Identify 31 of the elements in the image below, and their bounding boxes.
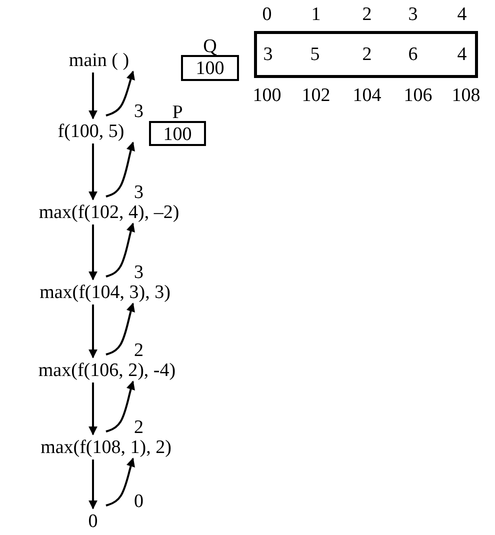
memory-address: 106 — [404, 86, 432, 104]
pointer-value-box: 100 — [181, 55, 239, 81]
memory-address: 100 — [252, 86, 282, 104]
call-text: max(f(108, 1), 2) — [40, 438, 172, 456]
memory-address: 104 — [352, 86, 382, 104]
edge-label: 3 — [134, 102, 144, 120]
edge-label: 3 — [134, 182, 144, 202]
memory-address: 108 — [452, 86, 480, 104]
array-index: 4 — [457, 4, 467, 24]
edge-label: 0 — [134, 492, 144, 510]
memory-address: 102 — [302, 86, 330, 104]
array-index: 0 — [262, 4, 272, 24]
array-value: 4 — [457, 44, 467, 64]
call-text: main ( ) — [68, 50, 130, 70]
array-index: 2 — [362, 4, 372, 24]
variable-name: Q — [202, 37, 218, 56]
array-index: 1 — [311, 4, 321, 24]
edge-label: 3 — [134, 262, 144, 282]
array-value: 6 — [408, 44, 418, 64]
array-value: 2 — [362, 44, 372, 64]
array-index: 3 — [408, 4, 418, 24]
call-text: 0 — [88, 512, 98, 530]
call-text: max(f(106, 2), -4) — [38, 360, 176, 380]
call-text: max(f(104, 3), 3) — [40, 282, 170, 302]
pointer-value-box: 100 — [149, 121, 206, 146]
array-value: 3 — [263, 44, 273, 64]
call-text: f(100, 5) — [58, 122, 124, 140]
variable-name: P — [171, 103, 184, 122]
array-box — [254, 31, 478, 78]
array-value: 5 — [310, 44, 320, 64]
call-text: max(f(102, 4), –2) — [38, 202, 180, 222]
